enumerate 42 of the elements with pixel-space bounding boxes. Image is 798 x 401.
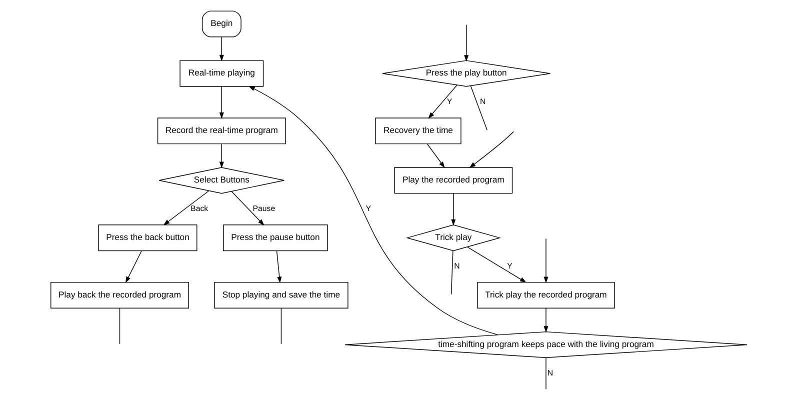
connector	[280, 308, 282, 344]
arrow	[451, 193, 456, 226]
node-diamond: time-shifting program keeps pace with the living program	[344, 331, 748, 358]
node-box: Play the recorded program	[394, 167, 513, 194]
edge-label: Y	[366, 204, 371, 214]
arrow	[231, 191, 264, 226]
edge-label: Pause	[252, 204, 276, 214]
edge-label: Y	[446, 97, 452, 106]
connector	[470, 85, 488, 130]
edge-label: N	[454, 262, 460, 271]
edge-label: Y	[507, 262, 512, 271]
node-box: Begin	[202, 10, 242, 38]
node-diamond: Press the play button	[382, 60, 551, 87]
node-box: Stop playing and save the time	[214, 282, 348, 308]
node-box: Press the back button	[98, 224, 198, 252]
connector	[450, 250, 454, 295]
node-box: Record the real-time program	[157, 118, 286, 144]
edge-label: N	[480, 97, 486, 106]
node-diamond: Trick play	[406, 224, 501, 252]
arrow	[125, 250, 142, 284]
arrow	[248, 86, 498, 336]
arrow	[163, 190, 210, 226]
node-box: Play back the recorded program	[50, 282, 189, 308]
connector	[119, 308, 120, 344]
node-diamond: Select Buttons	[158, 167, 285, 194]
arrow	[544, 308, 548, 333]
arrow	[466, 246, 526, 283]
edge-label: N	[547, 368, 554, 378]
arrow	[464, 24, 469, 62]
node-box: Trick play the recorded program	[477, 282, 615, 308]
arrow	[219, 36, 224, 62]
node-box: Recovery the time	[375, 118, 462, 144]
arrow	[426, 144, 445, 168]
arrow	[219, 144, 224, 168]
node-box: Real-time playing	[180, 60, 264, 87]
arrow	[276, 250, 282, 284]
arrow	[469, 131, 514, 168]
arrow	[219, 86, 224, 119]
edge-label: Back	[190, 204, 208, 214]
arrow	[428, 84, 458, 119]
node-box: Press the pause button	[223, 224, 328, 252]
arrow	[544, 238, 548, 284]
